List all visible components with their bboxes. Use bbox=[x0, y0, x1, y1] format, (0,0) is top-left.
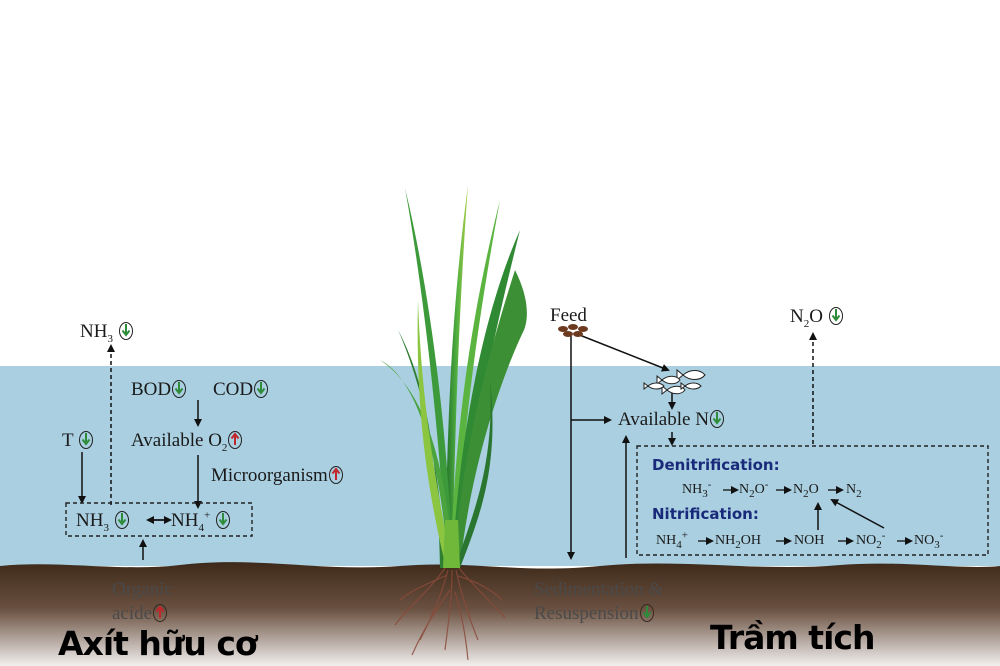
denitrification-title: Denitrification: bbox=[652, 456, 780, 474]
denit-nh3: NH3- bbox=[682, 478, 712, 500]
water-body bbox=[0, 366, 1000, 566]
nh4-label: NH4+ bbox=[171, 510, 231, 533]
decrease-indicator-icon bbox=[709, 410, 724, 428]
organic-acid-label: Organic acide bbox=[112, 578, 173, 626]
feed-pellets bbox=[558, 324, 588, 337]
sedimentation-label: Sedimentation & Resuspension bbox=[534, 578, 663, 626]
nit-no3: NO3- bbox=[914, 529, 944, 551]
nit-nh4: NH4+ bbox=[656, 529, 688, 551]
increase-indicator-icon bbox=[328, 466, 343, 484]
denit-n2: N2 bbox=[846, 482, 862, 500]
plant-roots bbox=[394, 567, 506, 661]
organic-acid-line2: acide bbox=[112, 602, 173, 626]
decrease-indicator-icon bbox=[639, 603, 654, 622]
decrease-indicator-icon bbox=[118, 322, 133, 340]
nh3-gas-label: NH3 bbox=[80, 322, 134, 344]
bod-label: BOD bbox=[131, 380, 187, 399]
sediment-soil bbox=[0, 562, 1000, 666]
nit-no2: NO2- bbox=[856, 529, 886, 551]
chain-arrows bbox=[698, 486, 913, 545]
denit-n2o: N2O bbox=[793, 482, 819, 500]
nh3-water-label: NH3 bbox=[76, 511, 130, 533]
increase-indicator-icon bbox=[153, 603, 168, 622]
available-n-label: Available N bbox=[618, 410, 725, 429]
nitrification-title: Nitrification: bbox=[652, 505, 759, 523]
sedimentation-line1: Sedimentation & bbox=[534, 579, 664, 600]
cod-label: COD bbox=[213, 380, 269, 399]
sedimentation-line2: Resuspension bbox=[534, 602, 663, 626]
left-arrows bbox=[78, 344, 202, 560]
organic-acid-caption: Axít hữu cơ bbox=[58, 624, 258, 663]
nit-nh2oh: NH2OH bbox=[715, 533, 761, 551]
temperature-label: T bbox=[62, 431, 94, 450]
fish-school-icon bbox=[643, 368, 706, 396]
right-process-box bbox=[636, 445, 989, 556]
organic-acid-line1: Organic bbox=[112, 579, 173, 600]
left-equilibrium-box bbox=[65, 502, 253, 537]
n2o-gas-label: N2O bbox=[790, 307, 844, 329]
sediment-caption: Trầm tích bbox=[710, 618, 875, 657]
rice-plant bbox=[380, 185, 527, 568]
decrease-indicator-icon bbox=[254, 380, 269, 398]
decrease-indicator-icon bbox=[828, 307, 843, 325]
increase-indicator-icon bbox=[228, 431, 243, 449]
nit-noh: NOH bbox=[794, 533, 825, 548]
microorganism-label: Microorganism bbox=[211, 466, 344, 485]
available-o2-label: Available O2 bbox=[131, 431, 243, 453]
decrease-indicator-icon bbox=[215, 511, 230, 529]
right-arrows bbox=[567, 332, 885, 560]
feed-label: Feed bbox=[550, 305, 587, 326]
decrease-indicator-icon bbox=[79, 431, 94, 449]
decrease-indicator-icon bbox=[172, 380, 187, 398]
denit-n2o-ion: N2O- bbox=[739, 478, 769, 500]
decrease-indicator-icon bbox=[114, 511, 129, 529]
